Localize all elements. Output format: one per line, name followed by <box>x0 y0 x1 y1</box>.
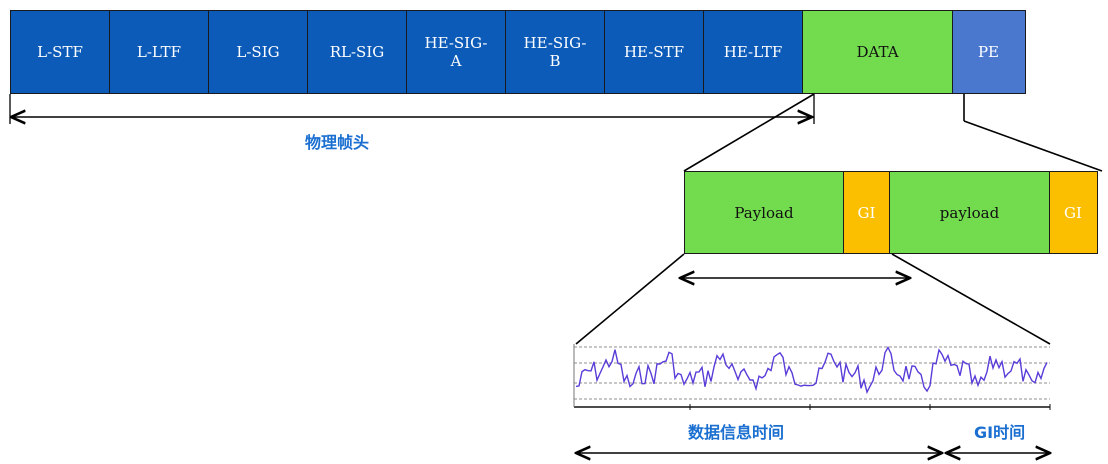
header-label: 物理帧头 <box>305 133 370 152</box>
field-he-sig-a: HE-SIG- A <box>406 10 506 94</box>
field-l-sig: L-SIG <box>208 10 308 94</box>
field-pe: PE <box>951 10 1026 94</box>
field-data: DATA <box>802 10 953 94</box>
field-he-sig-b: HE-SIG- B <box>504 10 606 94</box>
data-time-label: 数据信息时间 <box>688 423 785 442</box>
field-l-stf: L-STF <box>10 10 110 94</box>
gi-time-label: GI时间 <box>974 423 1026 442</box>
wave-zoom-line-left <box>575 253 685 345</box>
waveform <box>573 344 1051 410</box>
field-rl-sig: RL-SIG <box>306 10 408 94</box>
subfield-gi: GI <box>1048 171 1098 254</box>
zoom-line-left <box>683 93 815 172</box>
waveform-trace <box>575 346 1048 395</box>
field-he-stf: HE-STF <box>604 10 704 94</box>
zoom-line-right <box>963 120 1103 172</box>
field-he-ltf: HE-LTF <box>702 10 804 94</box>
wave-zoom-line-right <box>891 253 1051 345</box>
subfield-payload: payload <box>889 171 1050 254</box>
field-l-ltf: L-LTF <box>108 10 210 94</box>
